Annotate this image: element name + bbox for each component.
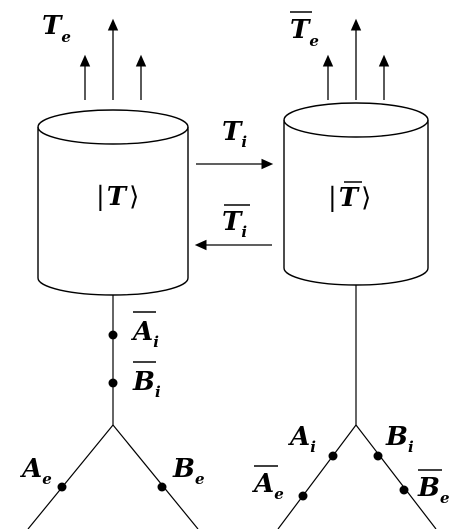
- right-fork-node-b-upper: [373, 451, 383, 461]
- right-fork: [277, 424, 437, 529]
- right-fork-node-b-lower: [399, 485, 409, 495]
- left-fork-node-a: [57, 482, 67, 492]
- right-ai-label: Ai: [287, 422, 316, 456]
- right-fork-node-a-upper: [328, 451, 338, 461]
- right-output-arrows: [322, 18, 390, 100]
- left-output-arrows: [79, 18, 147, 100]
- left-ai-label: Ai: [130, 317, 159, 351]
- right-top-label: Te: [290, 15, 319, 50]
- left-tank: Te |T⟩ Ai Bi Ae Be: [19, 11, 205, 529]
- left-cylinder: [37, 109, 189, 296]
- left-bi-label: Bi: [132, 367, 161, 401]
- left-stem-node-a: [108, 330, 118, 340]
- right-tank: Te |T⟩ Ai Bi Ae Be: [251, 11, 450, 529]
- left-fork-node-b: [157, 482, 167, 492]
- backward-transfer-label: Ti: [222, 207, 247, 241]
- right-ae-label: Ae: [251, 469, 284, 503]
- transfer-arrows: Ti Ti: [194, 117, 274, 251]
- forward-transfer-label: Ti: [222, 117, 247, 151]
- left-be-label: Be: [172, 454, 205, 488]
- left-top-label: Te: [42, 11, 71, 46]
- left-ae-label: Ae: [19, 454, 52, 488]
- right-fork-node-a-lower: [298, 491, 308, 501]
- right-be-label: Be: [417, 473, 450, 507]
- left-fork: [27, 424, 199, 529]
- right-bi-label: Bi: [385, 422, 414, 456]
- left-stem-node-b: [108, 378, 118, 388]
- left-state-label: |T⟩: [96, 182, 139, 212]
- right-state-label: |T⟩: [328, 183, 371, 213]
